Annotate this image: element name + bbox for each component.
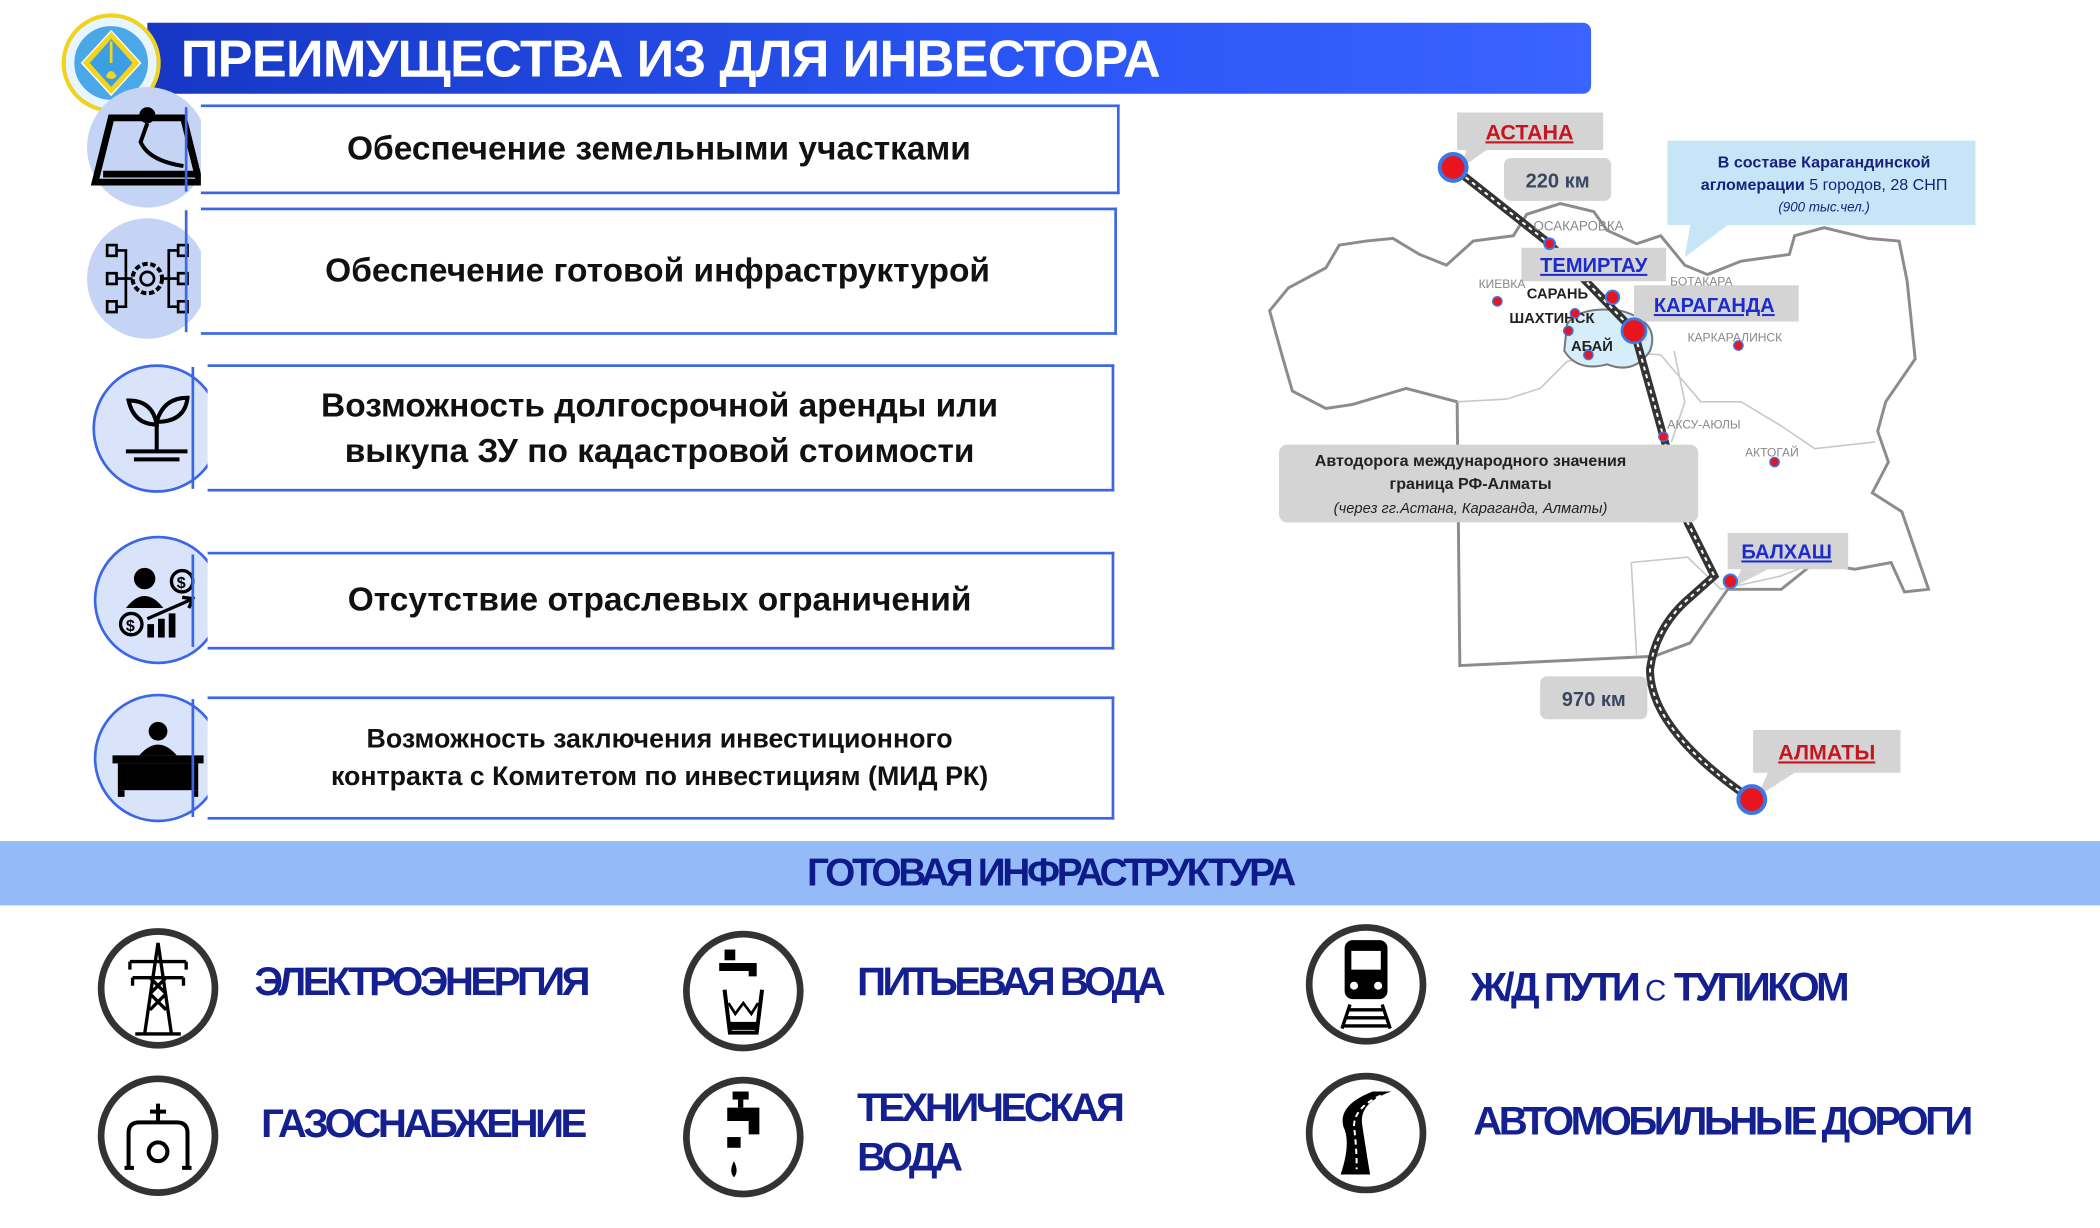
- infra-gas: ГАЗОСНАБЖЕНИЕ: [261, 1102, 587, 1147]
- gas-icon-circle: [97, 1075, 219, 1196]
- advantage-infrastructure: Обеспечение готовой инфраструктурой: [184, 207, 1117, 335]
- sprout-icon-circle: [92, 364, 221, 493]
- svg-text:$: $: [126, 617, 135, 635]
- infra-technical-water-line1: ТЕХНИЧЕСКАЯ: [857, 1086, 1125, 1131]
- sprout-icon: [125, 395, 190, 462]
- city-temirtau: ТЕМИРТАУ: [1540, 255, 1648, 277]
- land-plot-icon: [90, 107, 204, 186]
- advantage-text: Обеспечение земельными участками: [347, 129, 971, 168]
- road-callout: [1279, 444, 1699, 523]
- distance-box: [1540, 676, 1648, 720]
- town-botakara: БОТАКАРА: [1670, 274, 1733, 288]
- infra-railway: Ж/Д ПУТИ С ТУПИКОМ: [1470, 964, 1850, 1015]
- header-bar: [147, 22, 1592, 94]
- infra-railway-with: С: [1644, 973, 1667, 1008]
- agglomeration-population: (900 тыс.чел.): [1778, 200, 1870, 215]
- temirtau-label-box: [1521, 247, 1667, 282]
- town-abai: АБАЙ: [1571, 337, 1613, 355]
- city-almaty: АЛМАТЫ: [1778, 740, 1875, 764]
- advantage-land-plots: Обеспечение земельными участками: [184, 104, 1120, 195]
- infra-drinking-water: ПИТЬЕВАЯ ВОДА: [857, 960, 1166, 1005]
- infra-roads: АВТОМОБИЛЬНЫЕ ДОРОГИ: [1473, 1099, 1973, 1144]
- advantage-text-line2: контракта с Комитетом по инвестициям (МИ…: [330, 762, 989, 792]
- astana-label-box: [1457, 112, 1604, 169]
- distance-almaty: 970 км: [1562, 689, 1626, 711]
- town-labels: ОСАКАРОВКА КИЕВКА БОТАКАРА КАРКАРАЛИНСК …: [1479, 218, 1799, 459]
- tap-water-icon: [727, 1091, 760, 1178]
- gas-pipe-icon: [124, 1103, 192, 1170]
- town-kievka: КИЕВКА: [1479, 277, 1527, 291]
- balkhash-label-box: [1727, 533, 1849, 587]
- infra-railway-part2: ТУПИКОМ: [1673, 965, 1850, 1010]
- agglomeration-line2: агломерации 5 городов, 28 СНП: [1701, 176, 1948, 194]
- svg-text:$: $: [177, 574, 186, 592]
- advantage-text-line1: Возможность долгосрочной аренды или: [321, 386, 999, 424]
- advantage-text-line2: выкупа ЗУ по кадастровой стоимости: [344, 431, 975, 470]
- drinking-water-icon: [719, 949, 765, 1035]
- distance-box: [1504, 158, 1612, 201]
- advantage-text: Отсутствие отраслевых ограничений: [347, 581, 972, 619]
- infrastructure-gear-icon: [105, 243, 189, 314]
- town-saran: САРАНЬ: [1527, 287, 1589, 303]
- agglomeration-line1: В составе Карагандинской: [1718, 153, 1931, 171]
- town-karkaralinsk: КАРКАРАЛИНСК: [1688, 331, 1783, 345]
- distance-astana: 220 км: [1526, 171, 1590, 193]
- advantage-text: Обеспечение готовой инфраструктурой: [325, 251, 991, 290]
- city-karaganda: КАРАГАНДА: [1654, 295, 1775, 317]
- district-borders: [1457, 350, 1876, 657]
- town-aktogai: АКТОГАЙ: [1745, 445, 1799, 460]
- town-osakarovka: ОСАКАРОВКА: [1533, 218, 1623, 233]
- power-tower-icon: [128, 942, 188, 1036]
- desk-person-icon: [112, 721, 204, 797]
- karaganda-label-box: [1633, 285, 1799, 322]
- road-icon-circle: [1305, 1072, 1427, 1194]
- road-line2: граница РФ-Алматы: [1390, 475, 1552, 493]
- infra-electricity: ЭЛЕКТРОЭНЕРГИЯ: [254, 960, 590, 1005]
- power-icon-circle: [97, 928, 219, 1049]
- city-astana: АСТАНА: [1485, 120, 1573, 144]
- town-shakhtinsk: ШАХТИНСК: [1509, 311, 1594, 327]
- infrastructure-title: ГОТОВАЯ ИНФРАСТРУКТУРА: [806, 851, 1296, 895]
- advantage-investment-contract: Возможность заключения инвестиционного к…: [191, 696, 1115, 820]
- advantage-text-line1: Возможность заключения инвестиционного: [366, 724, 953, 755]
- road-line3: (через гг.Астана, Караганда, Алматы): [1334, 501, 1608, 517]
- drinking-water-icon-circle: [683, 930, 804, 1052]
- train-icon-circle: [1305, 924, 1427, 1045]
- desk-person-icon-circle: [93, 693, 223, 823]
- tap-water-icon-circle: [683, 1076, 804, 1198]
- road-icon: [1340, 1091, 1392, 1175]
- town-aksu-ayuly: АКСУ-АЮЛЫ: [1667, 418, 1740, 432]
- infrastructure-band: [0, 841, 2100, 906]
- infra-railway-part1: Ж/Д ПУТИ: [1470, 965, 1641, 1010]
- infra-technical-water-line2: ВОДА: [857, 1135, 963, 1180]
- page-title: ПРЕИМУЩЕСТВА ИЗ ДЛЯ ИНВЕСТОРА: [180, 30, 1161, 89]
- city-balkhash: БАЛХАШ: [1741, 541, 1832, 563]
- train-icon: [1340, 940, 1392, 1030]
- emblem-graphic: [65, 17, 157, 109]
- advantage-no-restrictions: Отсутствие отраслевых ограничений: [191, 551, 1115, 650]
- road-line1: Автодорога международного значения: [1315, 452, 1627, 470]
- almaty-label-box: [1753, 729, 1901, 797]
- advantage-lease: Возможность долгосрочной аренды или выку…: [191, 364, 1115, 492]
- city-markers: [1437, 152, 1780, 815]
